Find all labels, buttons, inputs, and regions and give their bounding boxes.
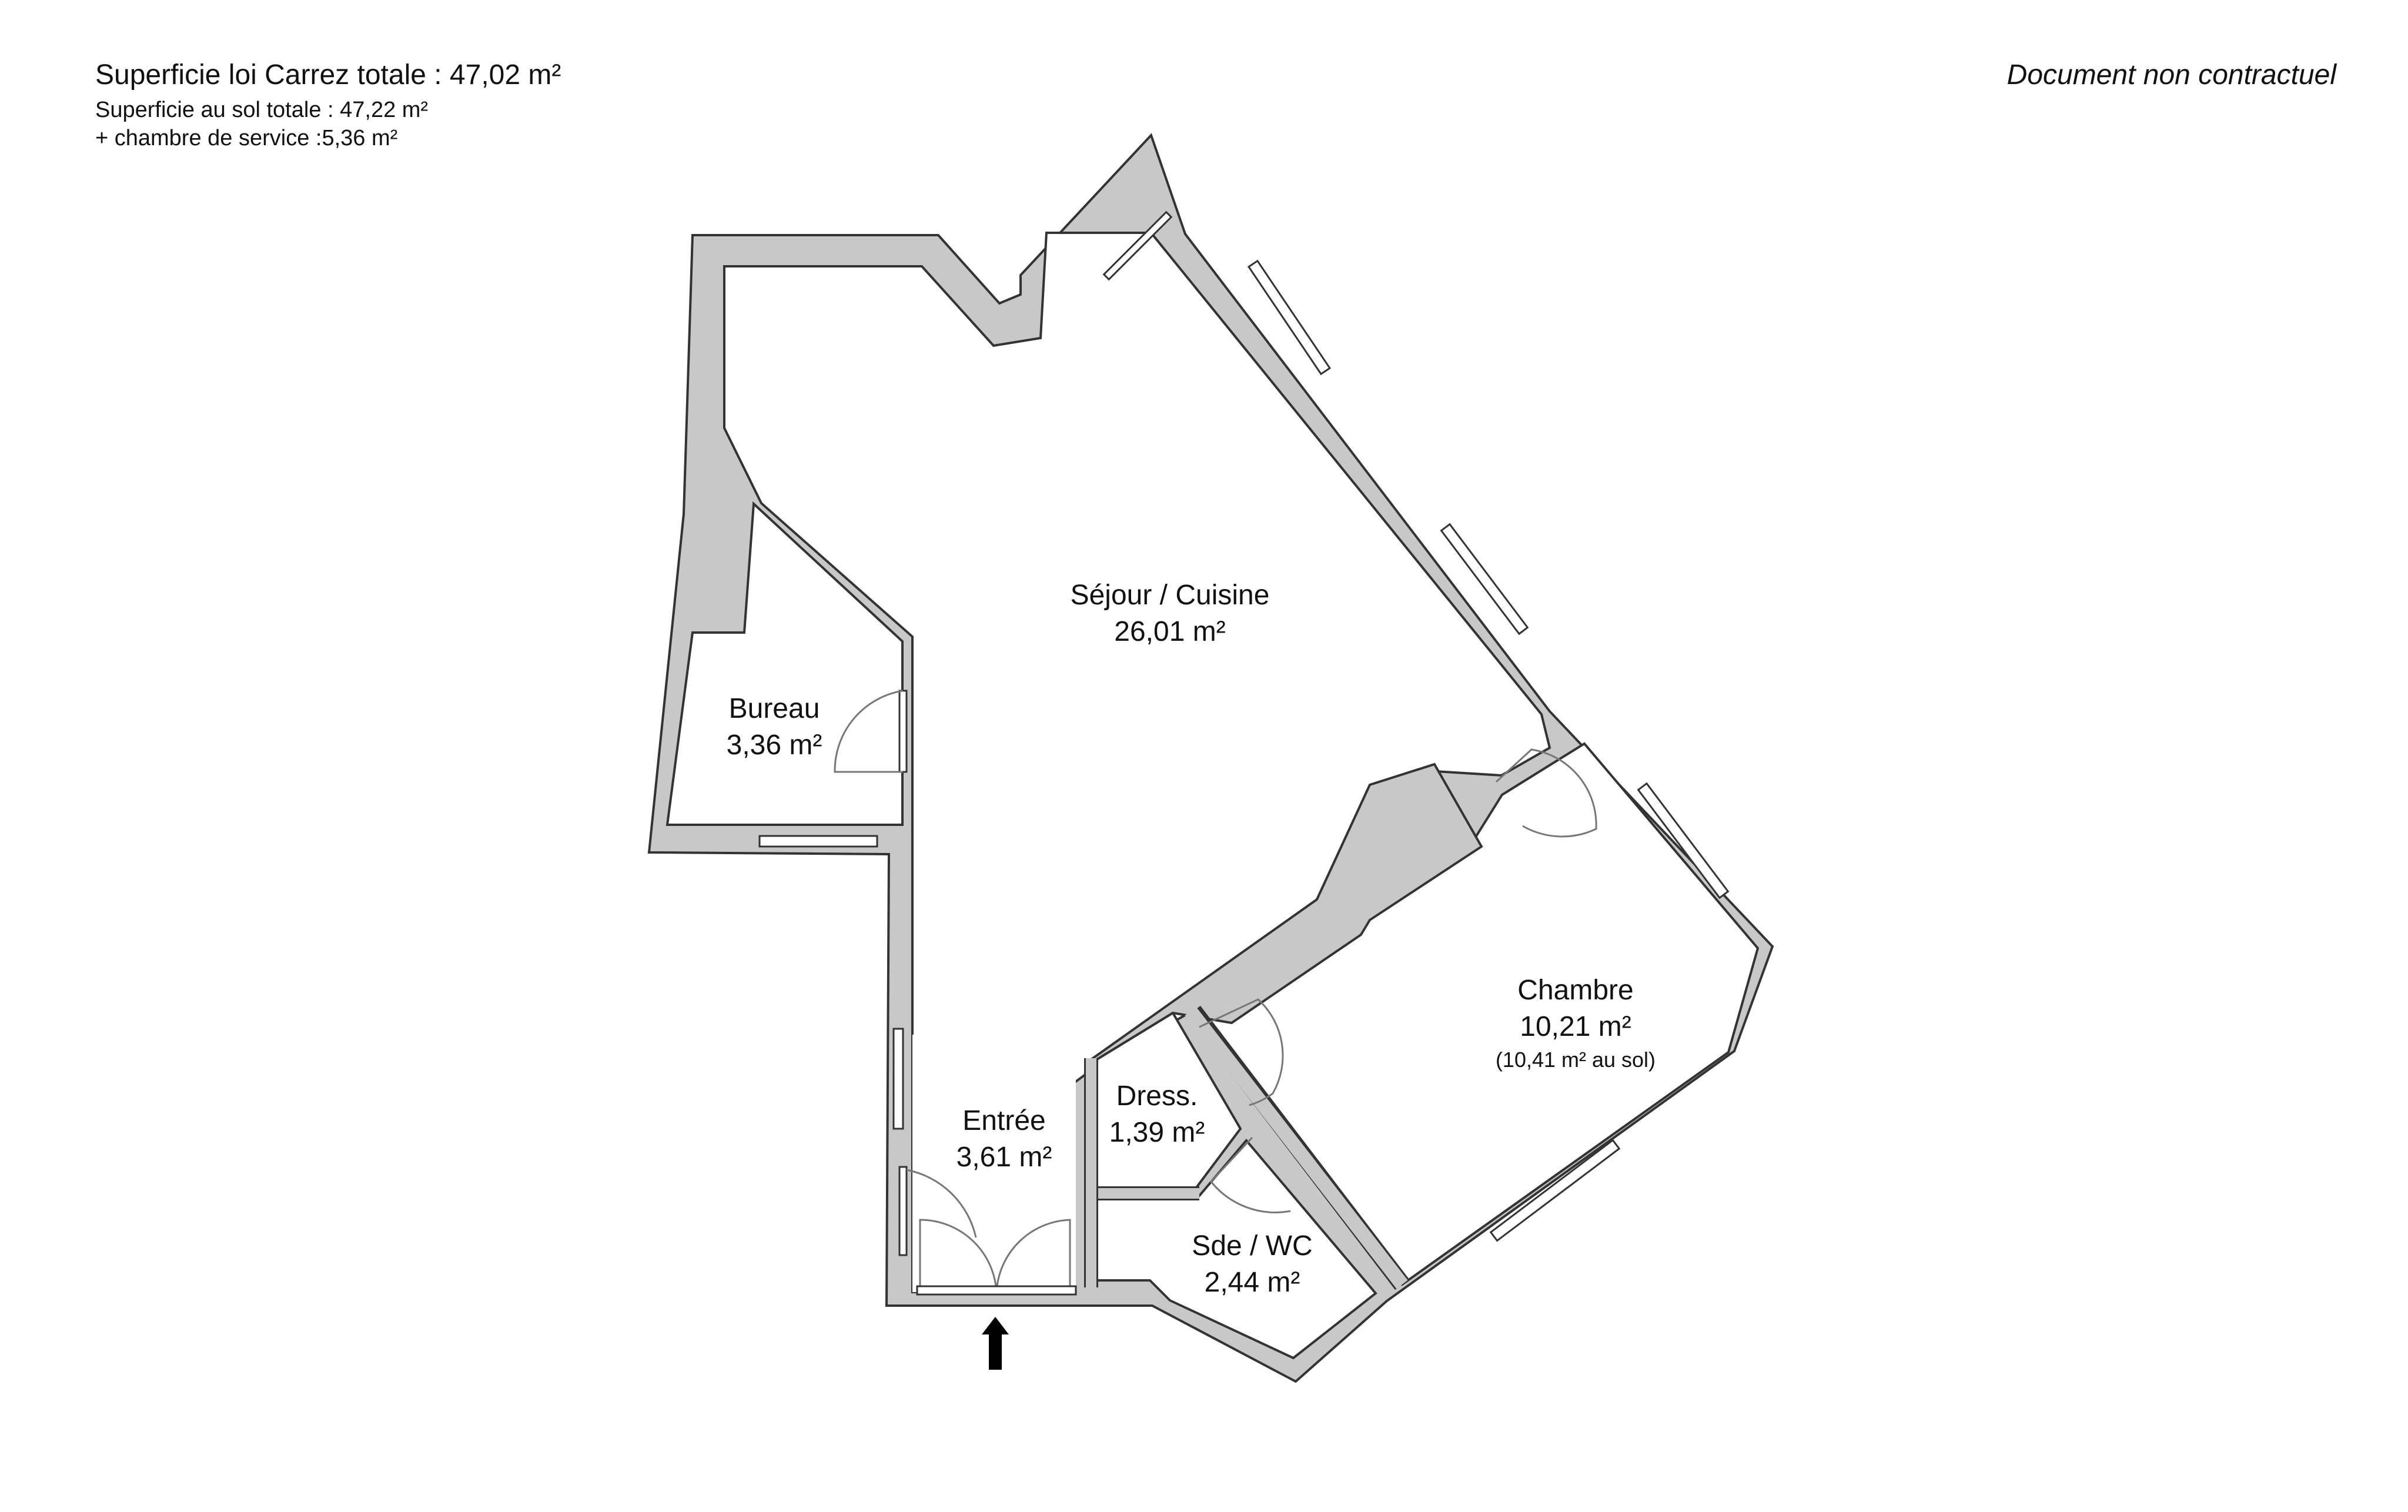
carrez-total-label: Superficie loi Carrez totale : 47,02 m² [95, 59, 561, 91]
disclaimer-label: Document non contractuel [2006, 59, 2336, 91]
window-bureau [758, 835, 878, 848]
bureau-area: 3,36 m² [727, 730, 822, 761]
sejour-name: Séjour / Cuisine [1071, 580, 1270, 611]
partition-sejour-chambre [1083, 762, 1483, 1065]
chambre-floor-area: (10,41 m² au sol) [1496, 1048, 1656, 1072]
window-sejour-1 [1247, 259, 1332, 376]
door-dressing [1199, 998, 1284, 1106]
window-entree [892, 1028, 904, 1130]
window-chambre-2 [1489, 1139, 1621, 1242]
door-main-entrance [916, 1219, 1077, 1296]
door-chambre [1495, 748, 1597, 838]
entrance-arrow-icon [982, 1317, 1009, 1370]
dressing-name: Dress. [1116, 1081, 1198, 1112]
partition-fill [1185, 1006, 1408, 1289]
bureau-name: Bureau [729, 693, 820, 724]
door-sde [1210, 1136, 1291, 1213]
entree-area: 3,61 m² [956, 1142, 1052, 1173]
window-chambre-1 [1637, 782, 1730, 899]
sejour-area: 26,01 m² [1114, 616, 1225, 647]
window-service [1102, 210, 1173, 281]
door-entree-closet [898, 1166, 977, 1256]
room-bureau [665, 501, 904, 826]
chambre-area: 10,21 m² [1520, 1011, 1631, 1042]
floor-area-total-label: Superficie au sol totale : 47,22 m² [95, 98, 429, 122]
window-sejour-2 [1440, 523, 1529, 635]
chambre-name: Chambre [1517, 975, 1633, 1006]
entree-name: Entrée [962, 1105, 1045, 1136]
door-bureau [834, 690, 908, 773]
sde-area: 2,44 m² [1205, 1267, 1300, 1298]
sde-name: Sde / WC [1192, 1230, 1312, 1262]
dressing-area: 1,39 m² [1109, 1117, 1205, 1148]
service-room-label: + chambre de service :5,36 m² [95, 126, 398, 150]
